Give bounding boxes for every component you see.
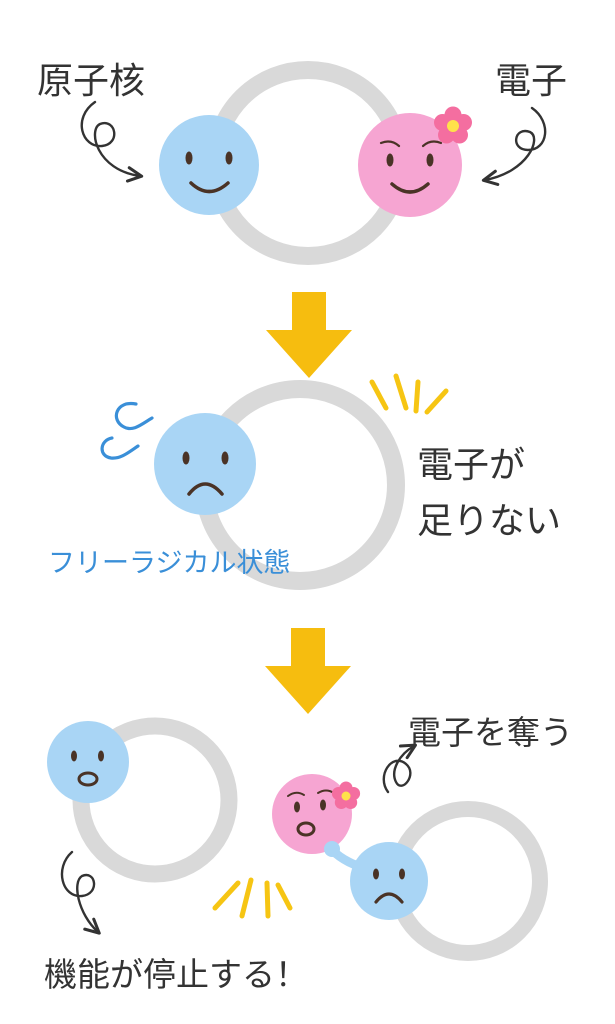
panel-stable-atom [80, 61, 547, 265]
label-electron-shortage-line2: 足りない [417, 501, 562, 542]
label-electron-shortage-line1: 電子が [417, 445, 526, 486]
curly-arrow-to-electron [481, 106, 547, 186]
flower-icon [331, 781, 361, 809]
label-electron: 電子 [495, 61, 568, 102]
panel-electron-theft [47, 717, 548, 961]
label-function-stops: 機能が停止する！ [44, 955, 308, 994]
label-nucleus: 原子核 [37, 61, 146, 102]
curly-arrow-to-nucleus [80, 100, 144, 183]
flower-icon [434, 106, 472, 144]
curly-arrow-left [60, 850, 101, 935]
curly-arrow-up [382, 743, 417, 794]
sweat-drops-icon [100, 401, 154, 460]
down-arrow-2 [265, 628, 351, 714]
alert-lines-icon [369, 373, 449, 415]
nucleus-face-sad [154, 413, 256, 515]
nucleus-face-surprised [47, 721, 129, 803]
nucleus-face-sad-small [350, 842, 428, 920]
alert-lines-icon [212, 877, 293, 919]
grabbing-hand [324, 841, 340, 857]
nucleus-face-smiling [159, 115, 259, 215]
label-free-radical-state: フリーラジカル状態 [48, 548, 291, 579]
electron-face-smiling [358, 113, 462, 217]
panel-free-radical [100, 373, 449, 590]
down-arrow-1 [266, 292, 352, 378]
label-steal-electron: 電子を奪う [408, 713, 573, 752]
